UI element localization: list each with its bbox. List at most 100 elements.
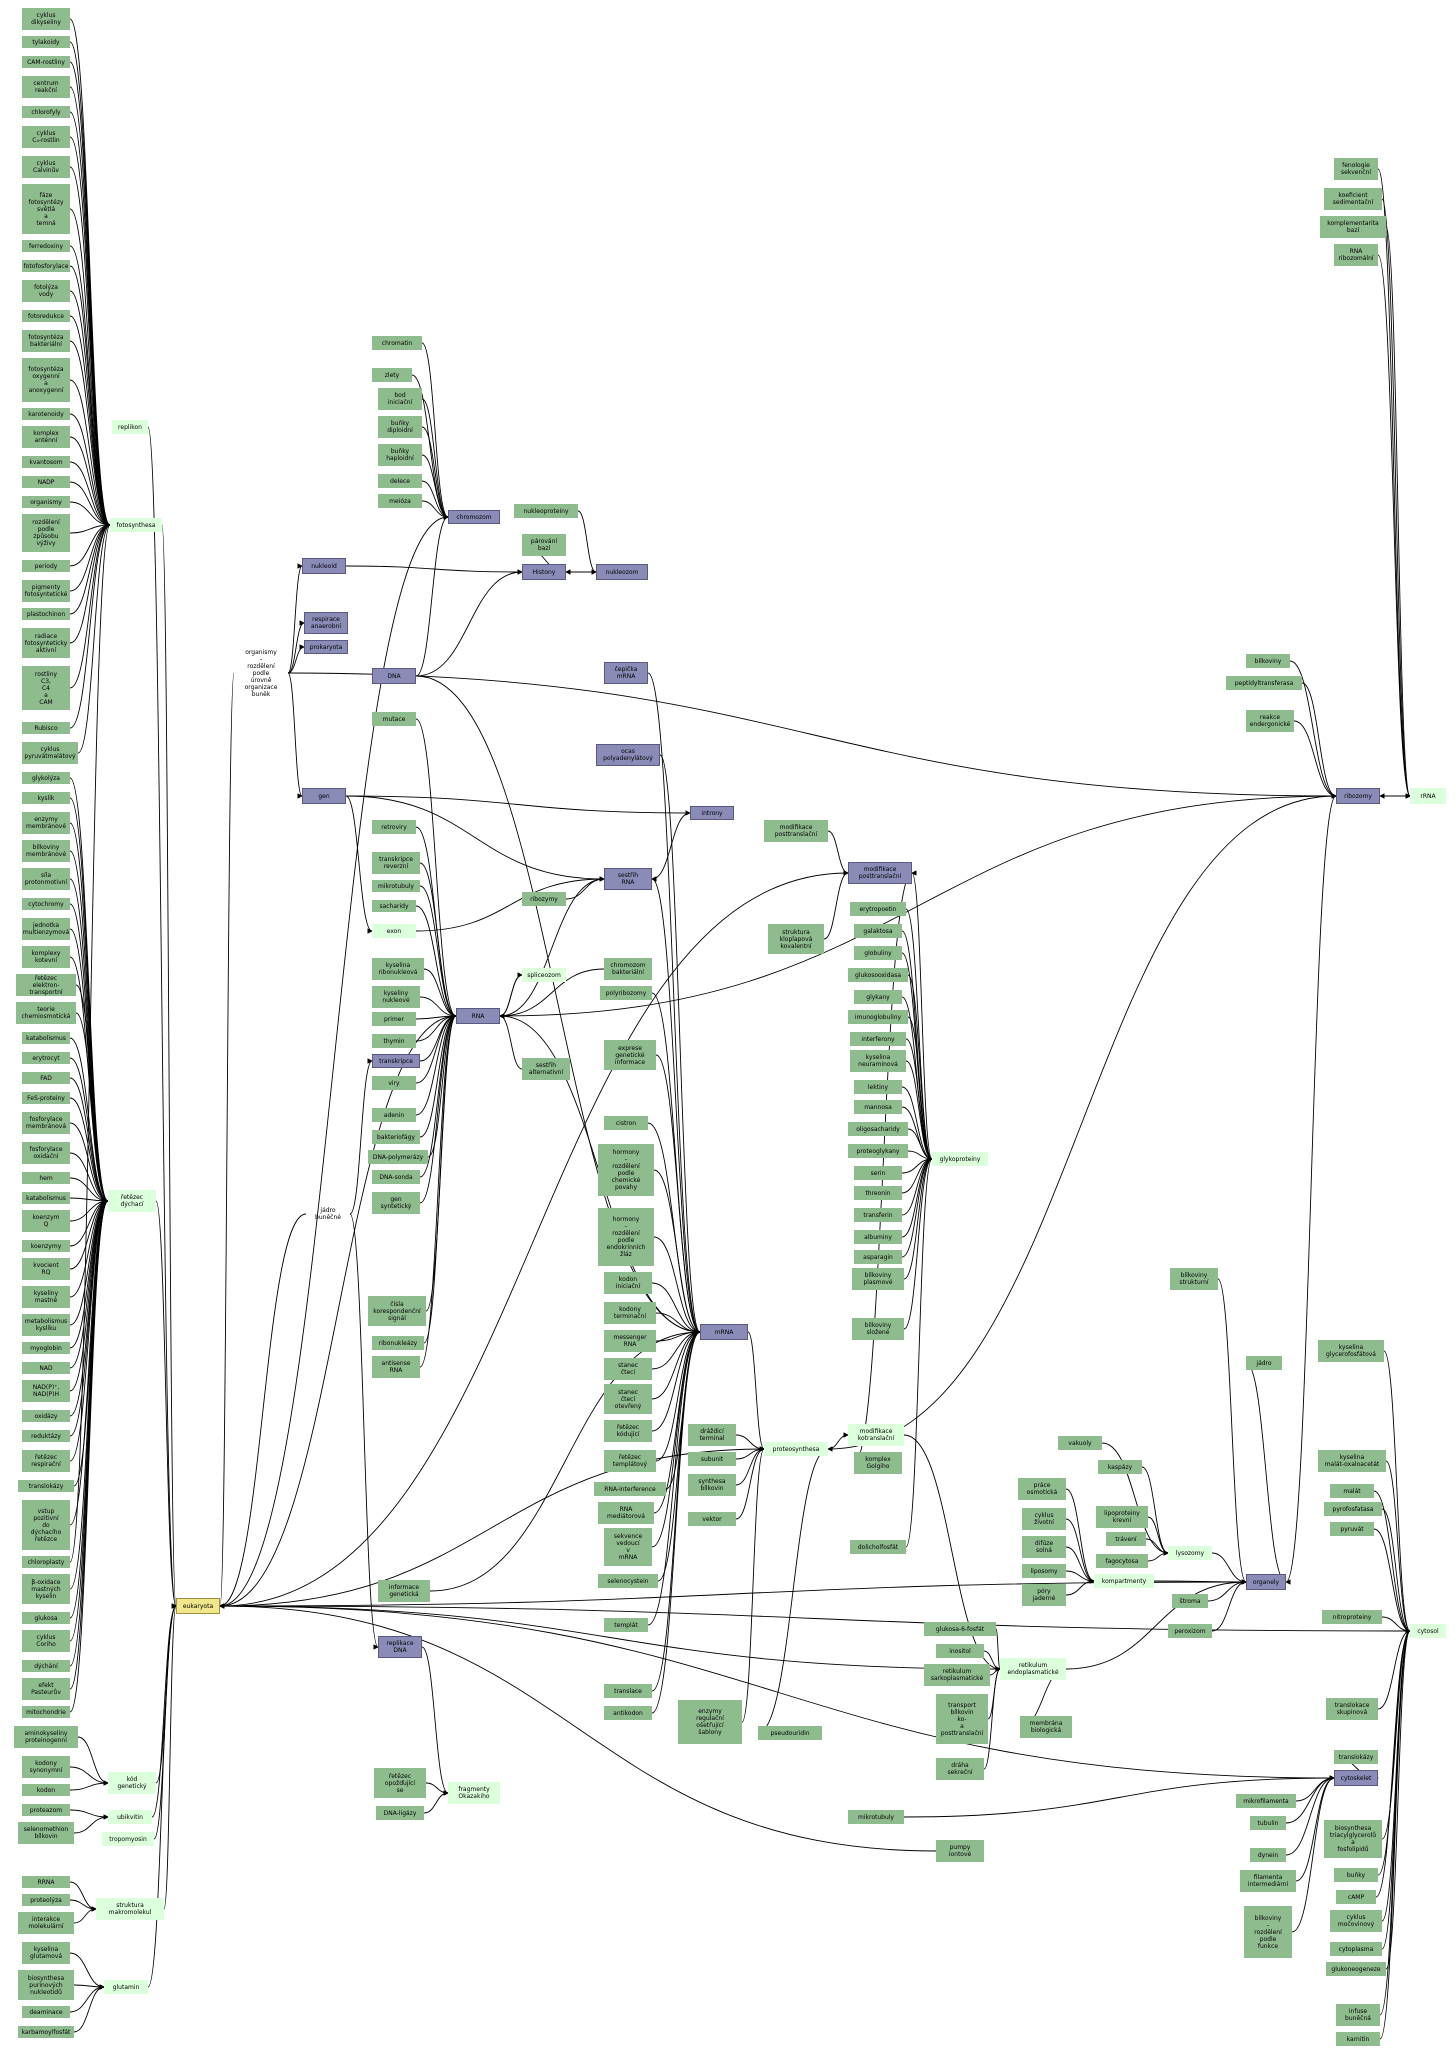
edge-99 xyxy=(287,563,303,674)
edge-4 xyxy=(69,111,111,528)
node-cyklus-coriho: cyklus Coriho xyxy=(22,1630,70,1652)
edge-42 xyxy=(69,1122,109,1204)
edge-200 xyxy=(1385,226,1411,799)
edge-133 xyxy=(415,1013,457,1116)
node-mikrofilamenta: mikrofilamenta xyxy=(1236,1794,1296,1808)
node-kodon: kodon xyxy=(22,1784,70,1796)
node-sestrih-rna: sestřih RNA xyxy=(604,868,652,890)
node-kyseliny-mastne: kyseliny mastné xyxy=(22,1286,70,1308)
node-nad: NAD xyxy=(22,1362,70,1374)
node-bilkoviny-strukt: bílkoviny strukturní xyxy=(1170,1268,1218,1290)
node-hormony-chem: hormony – rozdělení podle chemické povah… xyxy=(598,1144,654,1196)
edge-57 xyxy=(73,1198,109,1487)
node-bilkoviny-rozd: bílkoviny – rozdělení podle funkce xyxy=(1244,1906,1292,1958)
node-koeficient: koeficient sedimentační xyxy=(1324,188,1382,210)
edge-152 xyxy=(651,1329,701,1432)
node-kaspazy: kaspázy xyxy=(1098,1460,1142,1474)
edge-196 xyxy=(903,1156,933,1330)
node-dolichol: dolicholfosfát xyxy=(850,1540,906,1554)
edge-116 xyxy=(415,876,605,932)
node-fe-s-proteiny: FeS-proteiny xyxy=(22,1092,70,1104)
node-kyselina-neuram: kyselina neuraminová xyxy=(850,1050,906,1072)
edge-24 xyxy=(69,522,111,689)
edge-159 xyxy=(429,1329,701,1592)
node-vstup-pozitivni: vstup pozitivní do dýchacího řetězce xyxy=(22,1500,70,1550)
edge-201 xyxy=(1377,254,1411,799)
node-viry: viry xyxy=(372,1076,416,1090)
edge-89 xyxy=(421,454,449,520)
node-cam-rostliny: CAM-rostliny xyxy=(22,56,70,68)
edge-224 xyxy=(1207,1579,1247,1602)
node-fotolyza-vody: fotolýza vody xyxy=(22,280,70,302)
edge-36 xyxy=(75,984,109,1204)
edge-134 xyxy=(419,1013,457,1138)
edge-68 xyxy=(69,1809,109,1820)
node-transferin: transferin xyxy=(854,1208,902,1222)
node-stanec-ctec: stanec čtecí xyxy=(604,1358,652,1380)
node-tropomyosin: tropomyosin xyxy=(102,1832,154,1846)
edge-77 xyxy=(161,524,177,1608)
edge-138 xyxy=(349,1058,373,1215)
edge-240 xyxy=(219,1603,1001,1670)
node-cytosol: cytosol xyxy=(1410,1624,1446,1638)
node-mrna: mRNA xyxy=(700,1324,748,1340)
node-dychani: dýchání xyxy=(22,1660,70,1672)
edge-214 xyxy=(1065,1488,1095,1584)
edge-249 xyxy=(219,1603,937,1852)
node-hormony-endo: hormony – rozdělení podle endokrinních ž… xyxy=(598,1208,654,1266)
node-retezec-respiracni: řetězec respirační xyxy=(22,1450,70,1472)
node-fotoredukce: fotoredukce xyxy=(22,310,70,322)
node-introny: introny xyxy=(690,806,734,820)
node-vektor: vektor xyxy=(688,1512,736,1526)
edge-26 xyxy=(77,522,111,754)
node-centrum-reakcni: centrum reakční xyxy=(22,76,70,98)
node-struktura-klap: struktura kloplapová kovalentní xyxy=(768,924,824,954)
edge-16 xyxy=(69,461,111,528)
node-sestrih-alt: sestřih alternativní xyxy=(522,1058,570,1080)
edge-105 xyxy=(415,675,701,1335)
node-rrna: RRNA xyxy=(22,1876,70,1888)
node-cistron: cistron xyxy=(604,1116,648,1130)
node-pigmenty: pigmenty fotosyntetické xyxy=(22,580,70,602)
node-delece: delece xyxy=(378,474,422,488)
node-kodony-terminacni: kodony terminační xyxy=(604,1302,656,1324)
node-kod-geneticky: kód genetický xyxy=(108,1772,156,1794)
node-eukaryota: eukaryota xyxy=(176,1598,220,1614)
node-kyselina-glutam: kyselina glutamová xyxy=(22,1942,70,1964)
node-rostliny-c3: rostliny C3, C4 a CAM xyxy=(22,666,70,710)
node-nitroproteiny: nitroproteiny xyxy=(1322,1610,1382,1624)
node-ribonukleazy: ribonukleázy xyxy=(372,1336,424,1350)
node-enzymy-regul: enzymy regulační ošetřující šablony xyxy=(678,1700,742,1744)
node-karotenoidy: karotenoidy xyxy=(22,408,70,420)
edge-147 xyxy=(419,1013,457,1368)
node-albuminy: albuminy xyxy=(854,1230,902,1244)
edge-13 xyxy=(69,379,111,528)
node-polyribozomy: polyribozomy xyxy=(600,986,652,1000)
edge-156 xyxy=(651,1329,701,1548)
edge-194 xyxy=(901,1156,933,1258)
node-kyseliny-nukleove: kyseliny nukleové xyxy=(372,986,420,1008)
edge-5 xyxy=(69,136,111,528)
edge-119 xyxy=(827,830,849,876)
edge-109 xyxy=(345,795,691,816)
node-reduktazy: reduktázy xyxy=(22,1430,70,1442)
node-pory: póry jaderné xyxy=(1022,1584,1066,1606)
node-jadro: jádro buněčné xyxy=(315,1207,341,1221)
edge-244 xyxy=(1285,1775,1335,1824)
edge-32 xyxy=(69,878,109,1204)
edge-239 xyxy=(1065,1579,1247,1670)
node-fosforylace-membranova: fosforylace membránová xyxy=(22,1112,70,1134)
edge-226 xyxy=(219,1581,1247,1609)
node-antikodon: antikodon xyxy=(604,1706,652,1720)
node-myoglobin: myoglobin xyxy=(22,1342,70,1354)
node-organely: organely xyxy=(1246,1574,1286,1590)
node-draha-sekrecni: dráha sekreční xyxy=(936,1758,984,1780)
node-organismy-rozdeleni: organismy – rozdělení podle úrovně organ… xyxy=(244,648,278,698)
node-rna: RNA xyxy=(456,1008,500,1024)
node-deaminace: deaminace xyxy=(22,2006,70,2018)
node-mikrotubuly-mid: mikrotubuly xyxy=(372,880,420,892)
edge-229 xyxy=(1381,1508,1411,1634)
node-karnitin: karnitin xyxy=(1336,2032,1380,2046)
node-respirace: respirace anaerobní xyxy=(304,612,348,634)
edge-92 xyxy=(577,510,597,575)
